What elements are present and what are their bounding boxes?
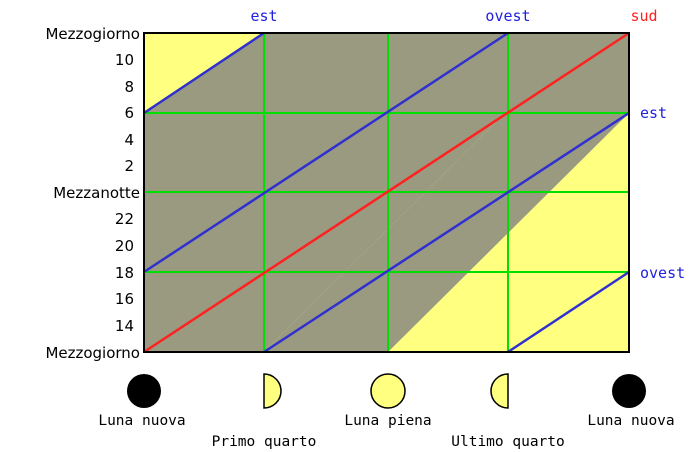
- phase-label-full-moon: Luna piena: [344, 413, 431, 429]
- rise-line-upper-left: [143, 31, 265, 115]
- moon-phases: [127, 373, 646, 409]
- right-label-ovest: ovest: [640, 264, 685, 282]
- diagonals: [143, 31, 630, 354]
- new-moon-icon: [127, 374, 161, 408]
- y-label-noon-bottom: Mezzogiorno: [45, 344, 140, 362]
- y-label-20: 20: [115, 237, 134, 255]
- y-label-midnight: Mezzanotte: [53, 184, 140, 202]
- y-label-noon-top: Mezzogiorno: [45, 25, 140, 43]
- top-label-sud: sud: [630, 7, 657, 25]
- new-moon-icon-2: [612, 374, 646, 408]
- plot-border: [143, 32, 630, 353]
- y-label-16: 16: [115, 290, 134, 308]
- first-quarter-moon-icon: [263, 373, 282, 409]
- phase-labels: Luna nuova Primo quarto Luna piena Ultim…: [98, 413, 674, 450]
- full-moon-icon: [370, 373, 406, 409]
- y-label-18: 18: [115, 264, 134, 282]
- right-labels: est ovest: [640, 104, 685, 282]
- top-label-est: est: [250, 7, 277, 25]
- right-label-est: est: [640, 104, 667, 122]
- y-label-8: 8: [124, 78, 134, 96]
- y-label-4: 4: [124, 131, 134, 149]
- y-label-2: 2: [124, 157, 134, 175]
- south-transit-line: [143, 31, 630, 354]
- phase-label-new-moon-2: Luna nuova: [587, 413, 674, 429]
- phase-label-new-moon: Luna nuova: [98, 413, 185, 429]
- phase-label-first-quarter: Primo quarto: [212, 434, 317, 450]
- set-line-middle: [263, 111, 630, 354]
- y-axis-labels: Mezzogiorno 10 8 6 4 2 Mezzanotte 22 20 …: [45, 25, 140, 362]
- y-label-22: 22: [115, 210, 134, 228]
- top-labels: est ovest sud: [250, 7, 657, 25]
- set-line-lower-right: [507, 270, 630, 354]
- phase-label-last-quarter: Ultimo quarto: [451, 434, 565, 450]
- y-label-14: 14: [115, 317, 134, 335]
- y-label-6: 6: [124, 104, 134, 122]
- last-quarter-moon-icon: [490, 373, 509, 409]
- y-label-10: 10: [115, 51, 134, 69]
- rise-line-middle: [143, 31, 509, 274]
- top-label-ovest: ovest: [485, 7, 530, 25]
